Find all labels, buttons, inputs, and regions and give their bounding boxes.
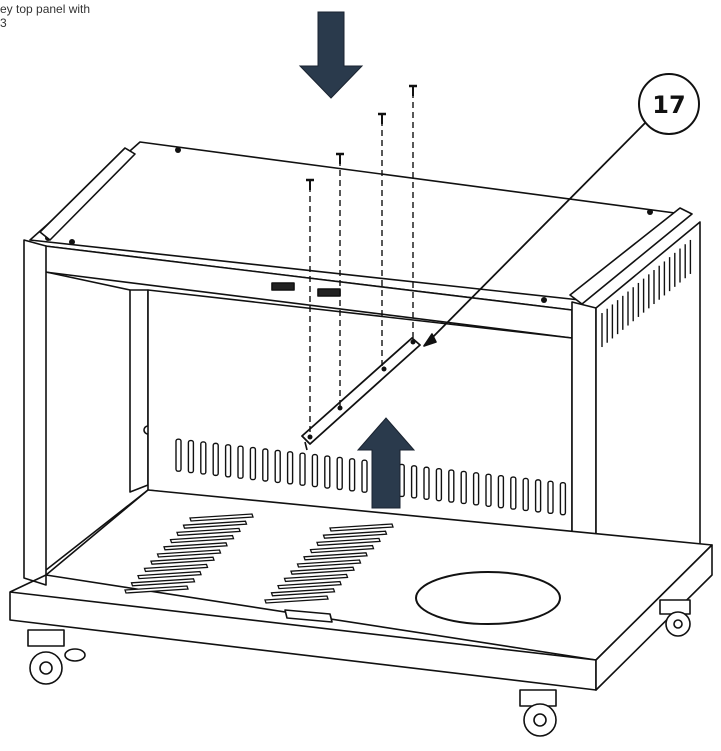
caster-back-right [659,599,691,637]
floor-slot [264,595,329,604]
vent-slot [311,453,319,488]
floor-vent-slots [124,513,394,604]
caster-front-left [27,629,65,685]
floor-slot [130,578,196,587]
floor-slot [322,530,388,539]
right-top-rail [569,207,693,305]
vent-slot [460,470,467,505]
vent-slot [485,473,492,507]
left-front-post [23,239,47,586]
vent-slot [510,476,517,510]
screw-guides [309,92,414,437]
base-right-face [595,544,713,691]
floor-slot [143,563,209,573]
left-back-post [129,289,149,493]
floor-slot [169,534,235,544]
caption-line-2: 3 [0,16,7,30]
screw [409,84,417,96]
back-panel-vents [175,438,567,516]
callout-leader [423,117,651,347]
base-handle [284,609,333,623]
beam-slot-right [317,288,341,297]
vent-slot [435,467,443,502]
floor-slot [189,513,254,522]
vent-slot [448,469,455,503]
floor-slot [296,559,362,568]
floor-slot [329,523,394,532]
side-panel-vents [601,239,692,348]
bracket-17 [301,337,421,445]
vent-slot [299,452,306,486]
vent-slot [274,449,281,484]
vent-slot [348,458,356,492]
caster-back-left-foot [64,648,86,662]
callout-leader-tip [423,333,437,347]
floor-slot [270,588,336,597]
floor-slot [150,556,215,565]
vent-slot [410,465,418,499]
callout-badge: 17 [638,73,700,135]
floor-slot [290,566,355,575]
floor-slot [163,542,228,551]
floor-slot [303,552,368,561]
down-arrow-icon [298,11,364,99]
base-left-edge [9,574,47,593]
floor-slot [156,549,222,558]
vent-slot [237,445,244,479]
vent-slot [212,442,219,477]
left-top-rail [39,147,136,241]
screws [306,84,417,190]
bracket-holes [307,339,416,440]
base-cutout [415,571,561,625]
vent-slot [361,459,368,493]
up-arrow-icon [356,417,416,509]
floor-slot [176,527,241,537]
left-side-inner-edge [45,271,131,291]
vent-slot [423,466,430,500]
vent-slot [324,455,331,489]
screw [306,178,314,190]
floor-slot [316,537,381,547]
vent-slot [534,479,542,513]
floor-slot [277,580,342,590]
floor-slot [283,573,349,583]
caster-front-right [519,689,557,737]
floor-slot [182,520,248,529]
instruction-caption: ey top panel with 3 [0,2,90,30]
floor-slot [124,585,189,594]
callout-number: 17 [652,91,685,119]
vent-slot [497,474,505,509]
vent-slot [249,446,257,481]
screw [378,112,386,124]
vent-slot [547,480,554,514]
vent-slot [224,444,232,478]
floor-slot [309,544,375,554]
screw [336,152,344,164]
bracket-17-flange [304,441,308,451]
vent-slot [175,438,182,472]
vent-slot [336,456,343,491]
floor-slot [137,570,202,580]
vent-slot [200,441,207,475]
vent-slot [262,448,269,482]
caption-line-1: ey top panel with [0,2,91,16]
vent-slot [187,439,195,474]
beam-slot-left [271,282,295,291]
vent-slot [286,451,294,485]
vent-slot [522,477,529,512]
vent-slot [559,481,567,516]
vent-slot [472,472,480,506]
